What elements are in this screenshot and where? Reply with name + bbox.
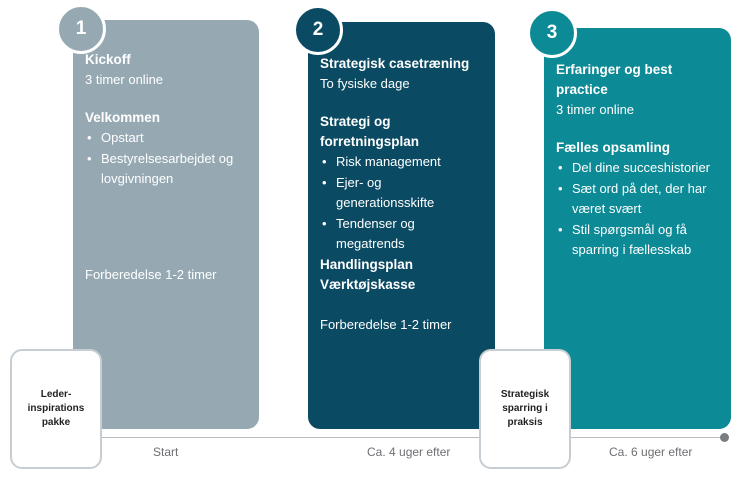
step-2-subtitle: To fysiske dage [320,76,410,91]
step-number-badge-1: 1 [56,4,106,54]
step-number-badge-2: 2 [293,5,343,55]
timeline-label-6-weeks: Ca. 6 uger efter [609,445,693,459]
step-1-bullet-list: Opstart Bestyrelsesarbejdet og lovgivnin… [85,128,247,190]
step-3-bullet: Del dine succeshistorier [556,158,719,179]
timeline-end-dot [720,433,729,442]
step-2-bullet: Tendenser og megatrends [320,214,446,255]
step-3-section-title: Fælles opsamling [556,140,671,155]
step-2-extra-title: Værktøjskasse [320,276,416,292]
step-2-bullet-list: Risk management Ejer- og generationsskif… [320,152,483,255]
step-number-badge-3: 3 [527,8,577,58]
step-3-subtitle: 3 timer online [556,102,635,117]
step-2-bullet: Ejer- og generationsskifte [320,173,456,214]
step-2-title: Strategisk casetræning [320,56,470,71]
step-1-bullet: Opstart [85,128,247,149]
step-2-footer: Forberedelse 1-2 timer [320,316,452,332]
step-3-bullet: Stil spørgsmål og få sparring i fællessk… [556,220,712,261]
timeline-line [95,437,725,438]
leader-inspiration-package-label: Leder-inspirations pakke [27,389,85,428]
step-2-section-title: Strategi og forretningsplan [320,114,420,149]
step-3-title: Erfaringer og best practice [556,62,673,97]
step-3-bullet: Sæt ord på det, der har været svært [556,179,712,220]
step-card-1: Kickoff 3 timer online Velkommen Opstart… [73,20,259,429]
step-1-subtitle: 3 timer online [85,72,164,87]
step-card-2: Strategisk casetræning To fysiske dage S… [308,22,495,429]
leader-inspiration-package-box: Leder-inspirations pakke [10,349,102,469]
strategic-sparring-box: Strategisk sparring i praksis [479,349,571,469]
timeline-label-4-weeks: Ca. 4 uger efter [367,445,451,459]
step-card-3: Erfaringer og best practice 3 timer onli… [544,28,731,429]
step-2-extra-title: Handlingsplan [320,256,414,272]
strategic-sparring-label: Strategisk sparring i praksis [500,389,550,428]
step-3-bullet-list: Del dine succeshistorier Sæt ord på det,… [556,158,719,261]
step-2-bullet: Risk management [320,152,483,173]
step-1-section-title: Velkommen [85,110,161,125]
step-1-footer: Forberedelse 1-2 timer [85,266,217,282]
timeline-label-start: Start [153,445,179,459]
step-1-bullet: Bestyrelsesarbejdet og lovgivningen [85,149,247,190]
step-1-title: Kickoff [85,52,131,67]
